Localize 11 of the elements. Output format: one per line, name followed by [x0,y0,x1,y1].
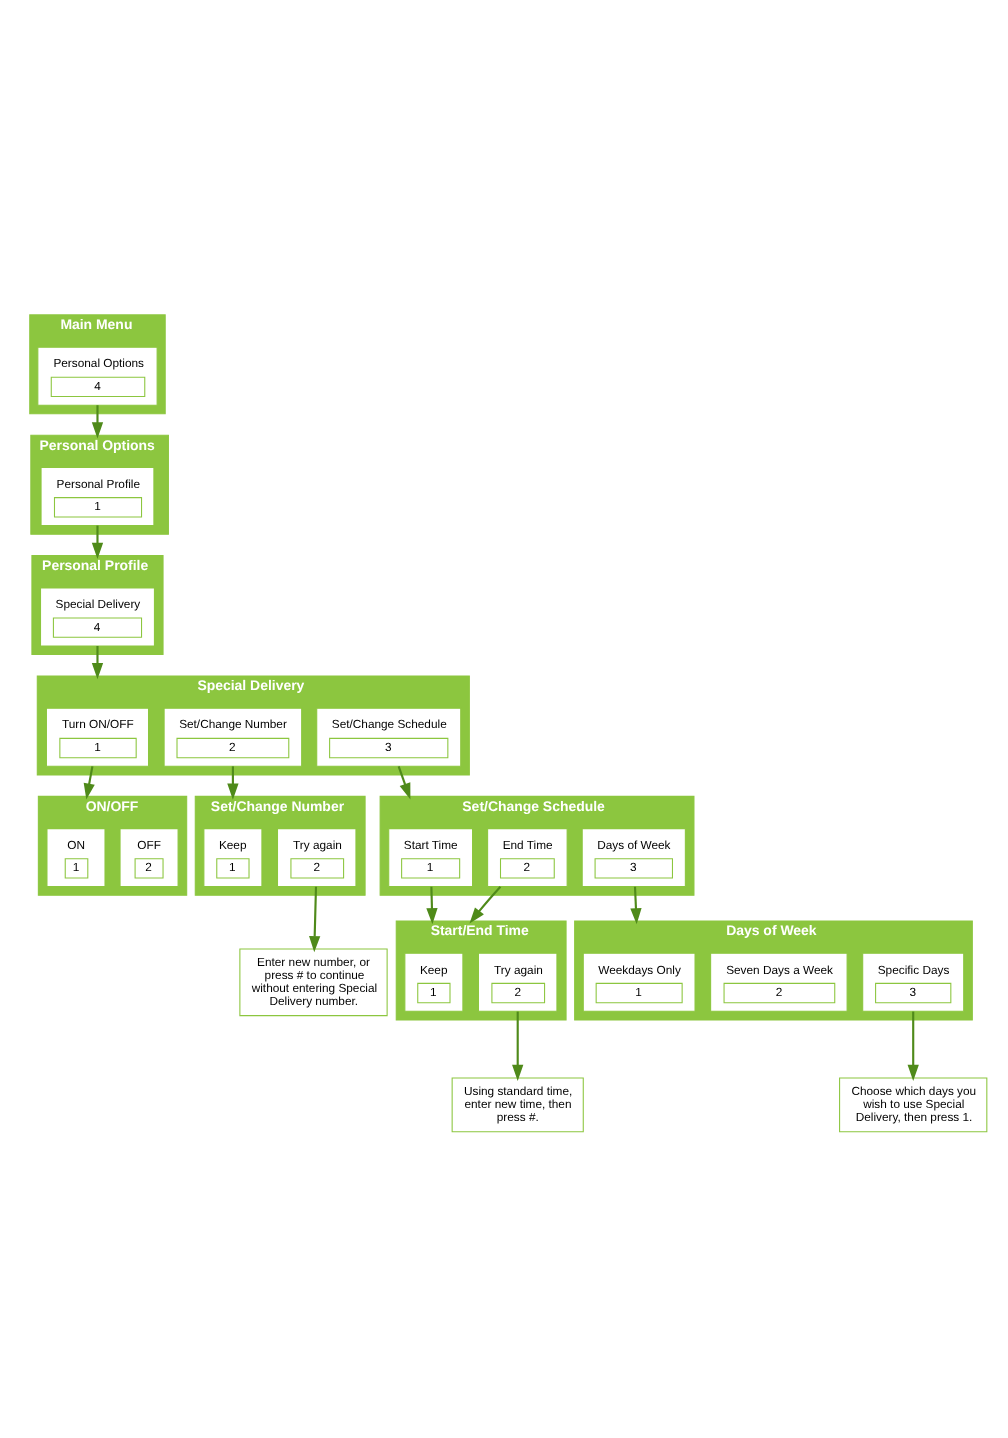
arrow [426,886,438,925]
arrow [91,525,104,559]
arrow [91,405,104,439]
arrow [91,646,104,680]
arrow [907,1011,919,1082]
arrow [83,766,95,800]
arrow [309,886,321,953]
arrow [512,1011,524,1082]
arrow [469,885,502,924]
arrow [630,886,642,925]
arrow [397,766,411,800]
